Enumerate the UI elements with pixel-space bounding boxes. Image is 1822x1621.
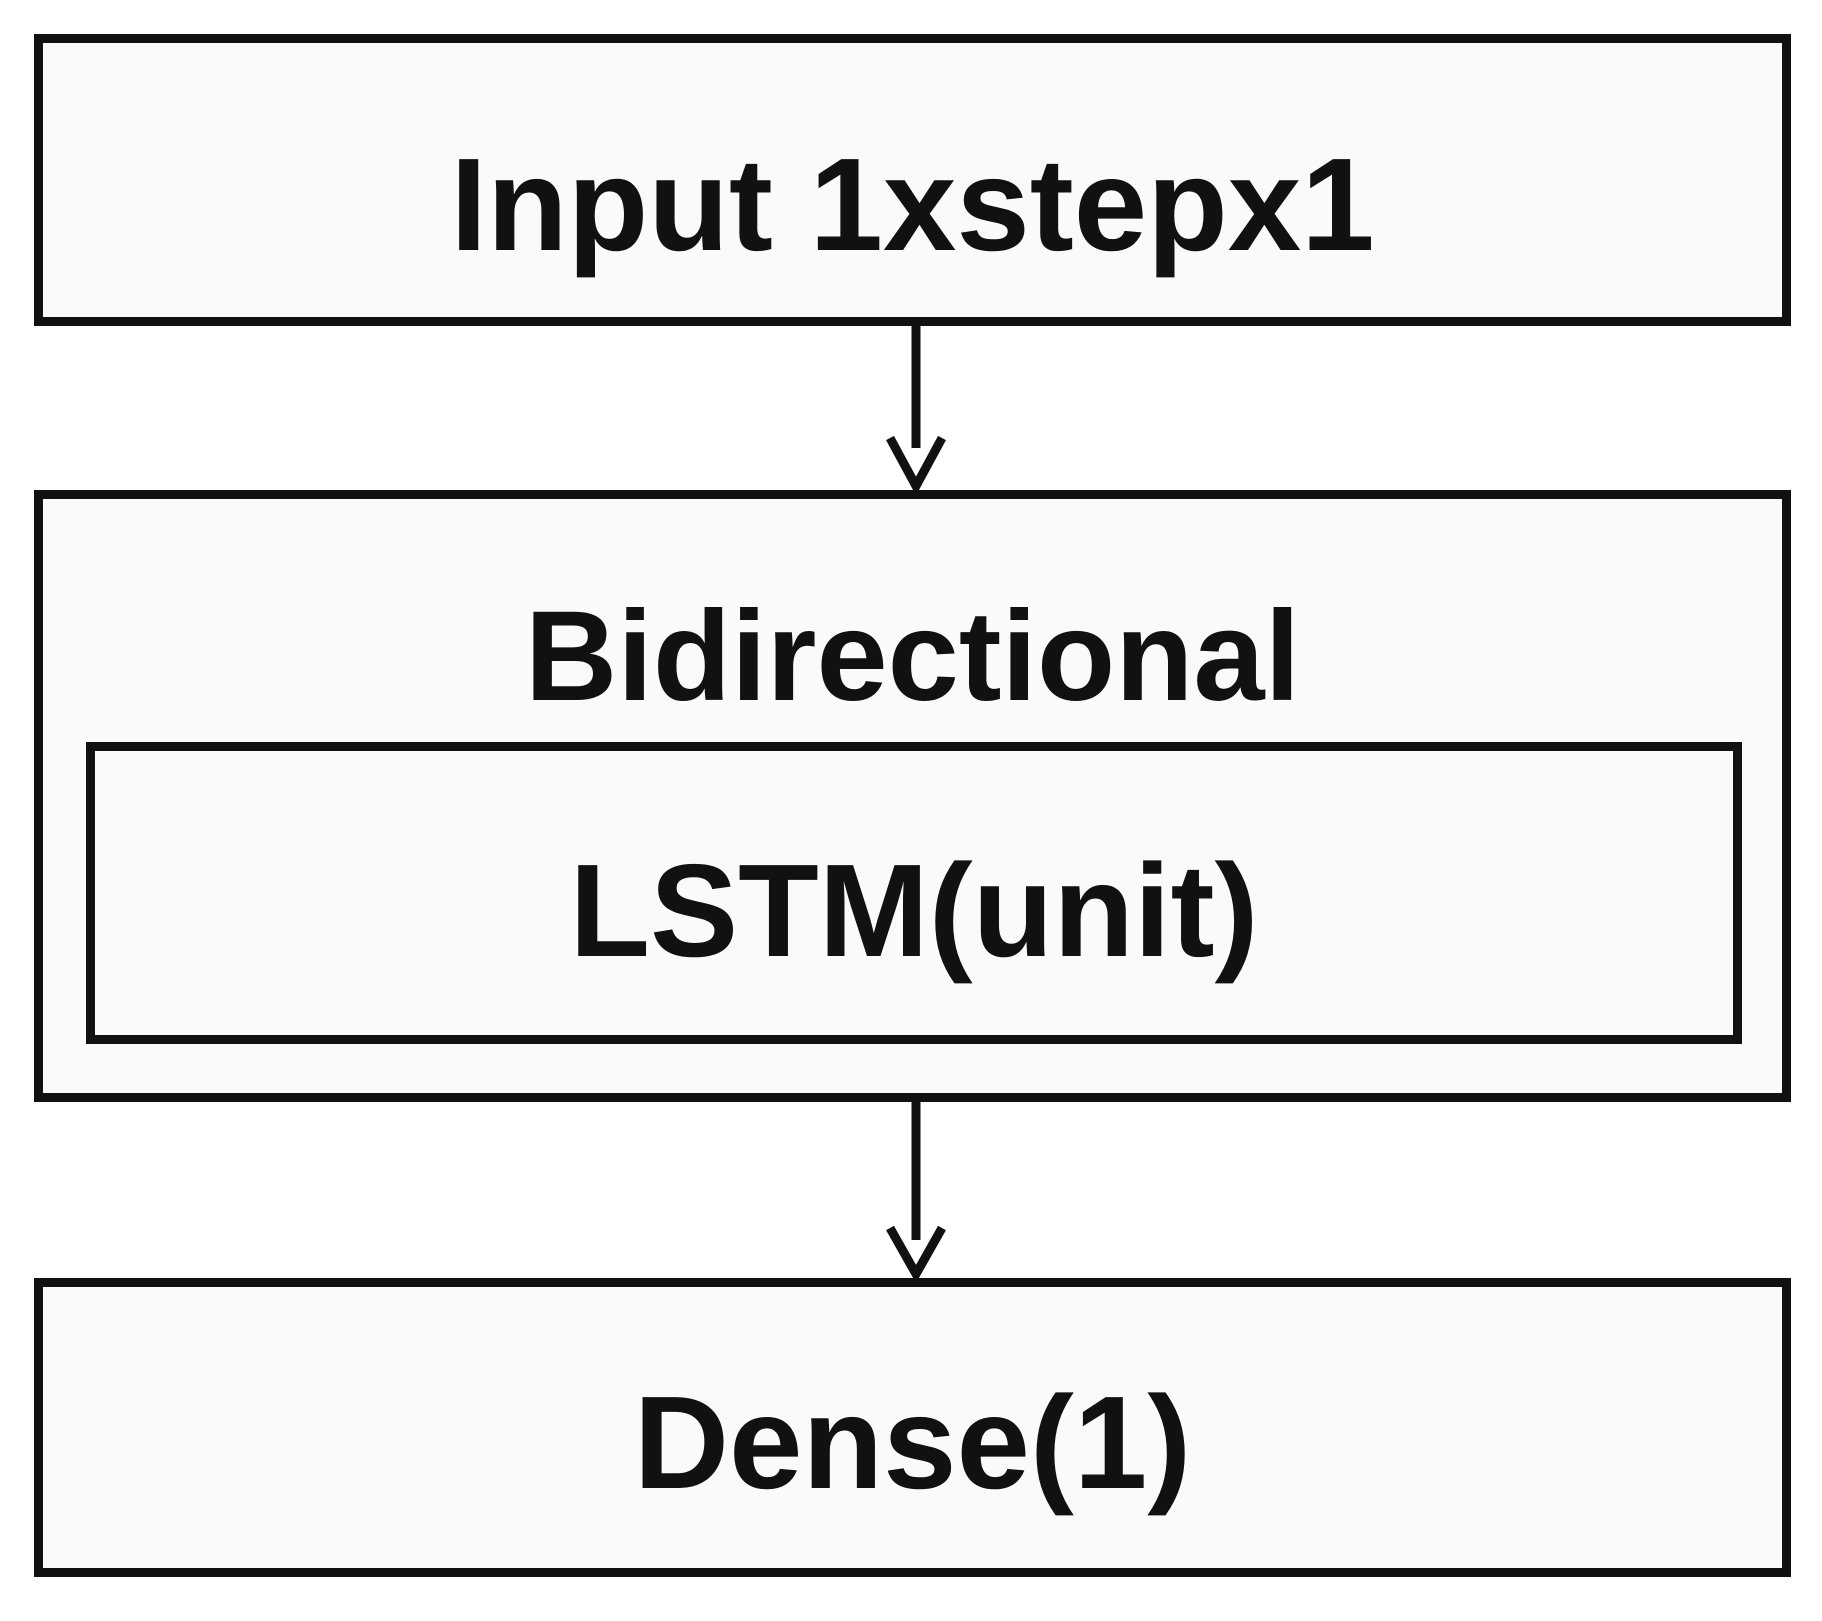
edge-input-to-bidirectional-arrowhead xyxy=(886,435,946,496)
lstm-node: LSTM(unit) xyxy=(86,742,1742,1044)
input-node: Input 1xstepx1 xyxy=(34,34,1791,326)
bidirectional-node-label: Bidirectional xyxy=(524,585,1301,728)
lstm-node-label: LSTM(unit) xyxy=(569,837,1259,984)
edge-bidirectional-to-dense xyxy=(886,1102,946,1284)
dense-node: Dense(1) xyxy=(34,1278,1791,1577)
dense-node-label: Dense(1) xyxy=(633,1369,1192,1516)
edge-bidirectional-to-dense-arrowhead xyxy=(886,1225,946,1284)
input-node-label: Input 1xstepx1 xyxy=(450,131,1375,278)
edge-input-to-bidirectional xyxy=(886,326,946,496)
